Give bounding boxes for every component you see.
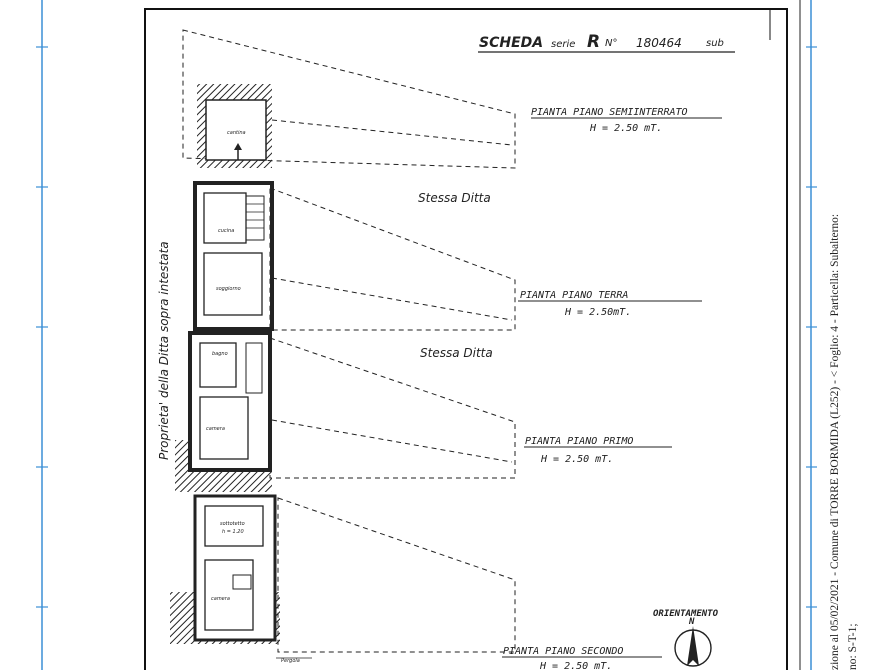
room-camera — [199, 396, 249, 460]
room-label-cantina: cantina — [227, 130, 246, 136]
scheda-header: SCHEDA serie R N° 180464 sub — [478, 32, 735, 53]
vertical-owner-note: Proprieta' della Ditta sopra intestata — [157, 241, 171, 460]
floor-height-1: H = 2.50mT. — [564, 307, 631, 318]
serie-value: R — [587, 32, 600, 52]
floor-secondo: sottotetto h = 1.20 camera Pergola PIANT… — [170, 494, 662, 670]
drawing-border — [144, 8, 788, 670]
floor-title-1: PIANTA PIANO TERRA — [520, 290, 628, 301]
side-strip-line2: no: S-T-1; — [847, 623, 859, 670]
room-cucina — [203, 192, 247, 244]
plot-outline-terra — [269, 187, 516, 331]
stessa-ditta-1: Stessa Ditta — [418, 191, 491, 205]
north-letter: N — [688, 617, 695, 627]
numero-label: N° — [605, 38, 617, 49]
orientamento-label: ORIENTAMENTO — [653, 609, 719, 619]
room-label-sottotetto: sottotetto — [220, 521, 245, 527]
sub-label: sub — [706, 38, 724, 49]
floor-title-3: PIANTA PIANO SECONDO — [503, 646, 623, 657]
plot-outline-secondo — [277, 497, 516, 653]
side-strip-line1: zione al 05/02/2021 - Comune di TORRE BO… — [829, 214, 841, 670]
floor-height-2: H = 2.50 mT. — [540, 454, 613, 465]
room-label-soggiorno: soggiorno — [216, 286, 241, 292]
room-label-bagno: bagno — [212, 351, 228, 357]
floor-semiinterrato: cantina PIANTA PIANO SEMIINTERRATO H = 2… — [182, 29, 722, 169]
room-label-camera-secondo: camera — [211, 596, 230, 602]
stessa-ditta-2: Stessa Ditta — [420, 346, 493, 360]
numero-value: 180464 — [636, 36, 682, 50]
room-sottotetto — [204, 505, 264, 547]
room-soggiorno — [203, 252, 263, 316]
floor-primo: bagno camera PIANTA PIANO PRIMO H = 2.50… — [175, 331, 672, 492]
floor-title-0: PIANTA PIANO SEMIINTERRATO — [531, 107, 688, 118]
floor-height-3: H = 2.50 mT. — [539, 661, 612, 670]
plot-outline-semiinterrato — [182, 29, 516, 169]
cadastral-side-strip: zione al 05/02/2021 - Comune di TORRE BO… — [829, 214, 859, 670]
room-label-pergola: Pergola — [281, 658, 300, 664]
scheda-label: SCHEDA — [479, 35, 543, 51]
room-label-sottotetto-h: h = 1.20 — [222, 529, 244, 535]
frame-ticks — [36, 46, 817, 608]
room-label-camera: camera — [206, 426, 225, 432]
room-bagno — [199, 342, 237, 388]
walls-terra — [193, 181, 274, 331]
room-camera-secondo — [204, 559, 254, 631]
orientamento-compass: ORIENTAMENTO N — [653, 609, 719, 667]
room-label-cucina: cucina — [218, 228, 234, 234]
floor-height-0: H = 2.50 mT. — [589, 123, 662, 134]
serie-label: serie — [551, 39, 575, 50]
floor-terra: cucina soggiorno PIANTA PIANO TERRA H = … — [193, 181, 702, 331]
floor-title-2: PIANTA PIANO PRIMO — [525, 436, 633, 447]
